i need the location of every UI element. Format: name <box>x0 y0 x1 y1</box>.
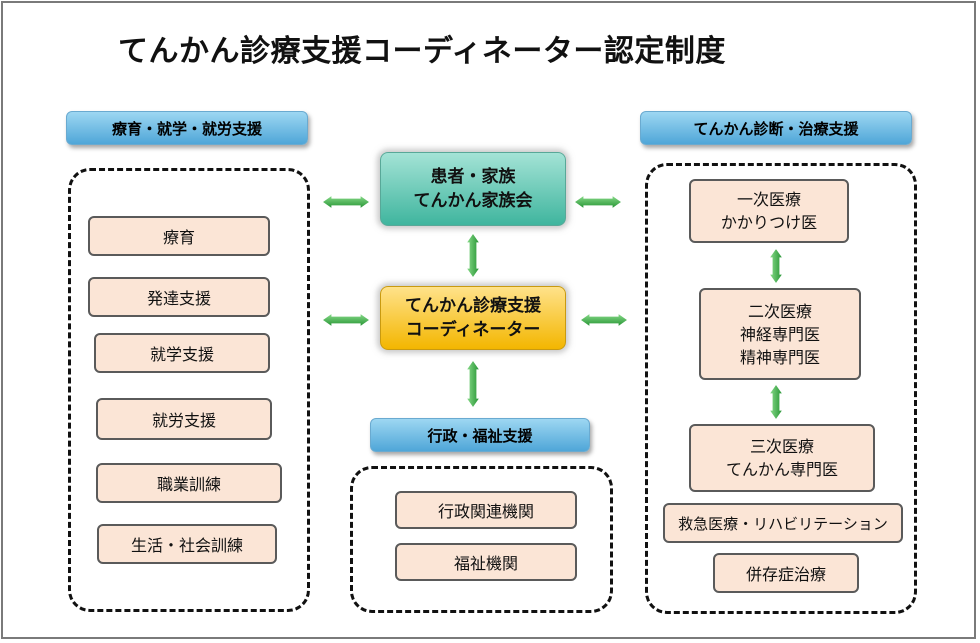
primary-line2: かかりつけ医 <box>720 213 818 232</box>
coordinator-line1: てんかん診療支援 <box>405 296 541 316</box>
primary-care-box: 一次医療 かかりつけ医 <box>689 179 849 243</box>
secondary-line2: 神経専門医 <box>739 324 820 344</box>
secondary-line1: 二次医療 <box>747 301 812 321</box>
left-item: 発達支援 <box>88 277 270 317</box>
comorbidity-box: 併存症治療 <box>713 553 859 593</box>
arrow-right-coordinator <box>578 311 630 329</box>
group-right <box>645 163 917 614</box>
arrow-left-patient <box>320 193 372 211</box>
left-item: 生活・社会訓練 <box>97 524 277 564</box>
tertiary-care-box: 三次医療 てんかん専門医 <box>689 424 875 492</box>
arrow-primary-secondary <box>767 246 785 286</box>
arrow-coordinator-admin <box>464 358 482 410</box>
patient-line1: 患者・家族 <box>430 167 516 187</box>
bottom-item: 行政関連機関 <box>395 491 577 529</box>
diagram-title: てんかん診療支援コーディネーター認定制度 <box>118 34 726 69</box>
patient-family-box: 患者・家族 てんかん家族会 <box>380 152 566 226</box>
left-item: 就学支援 <box>94 333 270 373</box>
bottom-item: 福祉機関 <box>395 543 577 581</box>
header-right: てんかん診断・治療支援 <box>640 111 912 145</box>
tertiary-line1: 三次医療 <box>749 437 814 456</box>
group-bottom <box>350 466 613 613</box>
group-left <box>68 168 310 612</box>
arrow-patient-coordinator <box>464 231 482 280</box>
header-bottom: 行政・福祉支援 <box>370 418 590 452</box>
secondary-care-box: 二次医療 神経専門医 精神専門医 <box>699 288 861 380</box>
tertiary-line2: てんかん専門医 <box>725 460 838 479</box>
coordinator-box: てんかん診療支援 コーディネーター <box>380 286 566 350</box>
arrow-left-coordinator <box>320 311 372 329</box>
arrow-secondary-tertiary <box>767 382 785 422</box>
arrow-right-patient <box>572 193 624 211</box>
left-item: 就労支援 <box>96 398 272 440</box>
left-item: 職業訓練 <box>96 463 282 503</box>
emergency-rehab-box: 救急医療・リハビリテーション <box>663 503 903 543</box>
header-left: 療育・就学・就労支援 <box>66 111 308 145</box>
left-item: 療育 <box>88 216 270 256</box>
primary-line1: 一次医療 <box>736 190 801 209</box>
patient-line2: てんかん家族会 <box>413 191 533 211</box>
secondary-line3: 精神専門医 <box>739 347 820 367</box>
coordinator-line2: コーディネーター <box>405 320 541 340</box>
